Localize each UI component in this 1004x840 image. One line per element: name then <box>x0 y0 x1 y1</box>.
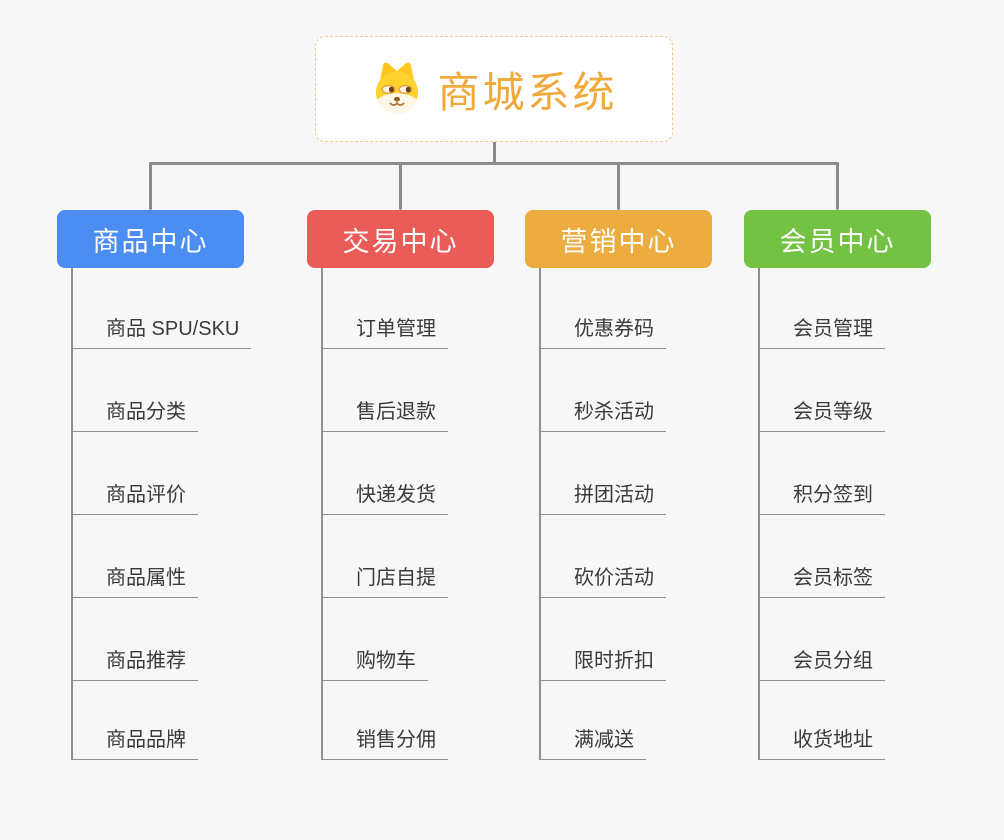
leaf-node[interactable]: 购物车 <box>323 644 428 681</box>
leaf-node[interactable]: 门店自提 <box>323 561 448 598</box>
connector-drop-member <box>836 162 839 210</box>
connector-drop-trade <box>399 162 402 210</box>
leaf-node[interactable]: 商品 SPU/SKU <box>73 312 252 349</box>
leaf-node[interactable]: 会员分组 <box>760 644 885 681</box>
root-title: 商城系统 <box>437 68 618 116</box>
leaf-node[interactable]: 订单管理 <box>323 312 448 349</box>
leaf-node[interactable]: 商品属性 <box>73 561 198 598</box>
branch-node-trade[interactable]: 交易中心 <box>307 210 494 268</box>
branch-label: 商品中心 <box>92 226 209 257</box>
root-node[interactable]: 商城系统 <box>315 36 673 142</box>
leaf-node[interactable]: 收货地址 <box>760 723 885 760</box>
branch-label: 交易中心 <box>342 226 459 257</box>
leaf-node[interactable]: 砍价活动 <box>541 561 666 598</box>
connector-drop-marketing <box>617 162 620 210</box>
leaf-node[interactable]: 商品评价 <box>73 478 198 515</box>
leaf-node[interactable]: 会员标签 <box>760 561 885 598</box>
connector-horizontal-line <box>149 162 839 165</box>
branch-node-product[interactable]: 商品中心 <box>57 210 244 268</box>
branch-label: 营销中心 <box>560 226 677 257</box>
branch-trunk-trade: 订单管理 售后退款 快递发货 门店自提 购物车 销售分佣 <box>321 268 556 760</box>
leaf-node[interactable]: 限时折扣 <box>541 644 666 681</box>
branch-trunk-marketing: 优惠券码 秒杀活动 拼团活动 砍价活动 限时折扣 满减送 <box>539 268 774 760</box>
leaf-node[interactable]: 商品分类 <box>73 395 198 432</box>
root-connector-stub <box>493 140 496 163</box>
leaf-node[interactable]: 优惠券码 <box>541 312 666 349</box>
leaf-node[interactable]: 商品推荐 <box>73 644 198 681</box>
branch-node-member[interactable]: 会员中心 <box>744 210 931 268</box>
leaf-node[interactable]: 会员等级 <box>760 395 885 432</box>
branch-node-marketing[interactable]: 营销中心 <box>525 210 712 268</box>
leaf-node[interactable]: 快递发货 <box>323 478 448 515</box>
leaf-node[interactable]: 商品品牌 <box>73 723 198 760</box>
leaf-node[interactable]: 积分签到 <box>760 478 885 515</box>
branch-trunk-member: 会员管理 会员等级 积分签到 会员标签 会员分组 收货地址 <box>758 268 993 760</box>
branch-trunk-product: 商品 SPU/SKU 商品分类 商品评价 商品属性 商品推荐 商品品牌 <box>71 268 306 760</box>
leaf-node[interactable]: 销售分佣 <box>323 723 448 760</box>
branch-label: 会员中心 <box>779 226 896 257</box>
dog-face-icon <box>376 62 419 114</box>
leaf-node[interactable]: 售后退款 <box>323 395 448 432</box>
leaf-node[interactable]: 秒杀活动 <box>541 395 666 432</box>
leaf-node[interactable]: 拼团活动 <box>541 478 666 515</box>
connector-drop-product <box>149 162 152 210</box>
leaf-node[interactable]: 满减送 <box>541 723 646 760</box>
leaf-node[interactable]: 会员管理 <box>760 312 885 349</box>
